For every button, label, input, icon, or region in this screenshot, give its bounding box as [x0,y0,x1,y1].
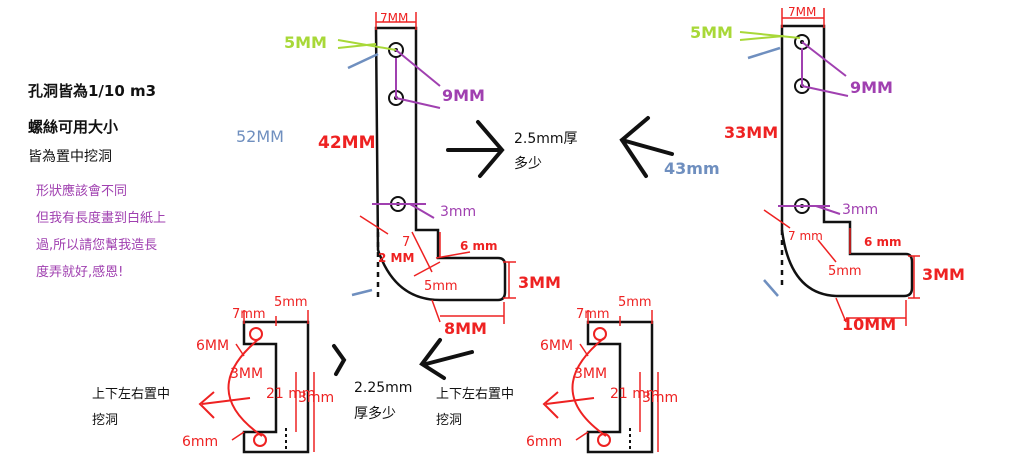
ul-length-b: 52MM [236,127,284,146]
hole-icon [593,327,607,341]
upper-right-bracket: 7MM 5MM 9MM 33MM 43mm 3mm 7 mm 6 mm 5mm … [664,5,965,334]
ul-notch-height: 7 [402,235,410,250]
ul-foot-height: 3MM [518,273,561,292]
lr-middle-length: 21 mm [610,386,660,402]
dim-line [575,431,589,441]
dim-line [431,299,441,323]
dim-line [817,239,837,263]
dim-line [801,41,847,77]
arrow-right-icon [446,120,505,178]
center-note: 皆為置中挖洞 [28,149,112,165]
request-line-1: 形狀應該會不同 [36,184,128,199]
lower-left-bracket: 7mm 5mm 6MM 3MM 21 mm 3mm 6mm 上下左右置中 挖洞 [92,295,334,454]
screw-note: 螺絲可用大小 [28,118,119,136]
dim-line [835,297,847,323]
dim-line [435,251,471,259]
ur-notch-width: 6 mm [864,235,902,249]
ur-bend-inner: 5mm [828,264,862,279]
dim-line [231,431,245,441]
lr-hole-note-2: 挖洞 [436,413,462,428]
lr-top-width: 7mm [576,307,610,322]
ur-foot-length: 10MM [842,315,896,334]
ul-hole-lower: 3mm [440,204,476,220]
ul-length-a: 42MM [318,133,376,153]
ll-middle-length: 21 mm [266,386,316,402]
ll-top-height: 6MM [196,338,229,354]
ul-bend-inner: 5mm [424,279,458,294]
request-line-4: 度弄就好,感恩! [36,265,124,280]
lr-hole-note-1: 上下左右置中 [436,387,514,402]
ur-notch-height: 7 mm [788,229,823,243]
upper-thickness-1: 2.5mm厚 [514,131,578,147]
ll-hole-note-1: 上下左右置中 [92,387,170,402]
ur-hole-spacing: 9MM [850,78,893,97]
dim-line [801,85,849,97]
dim-line [747,46,781,60]
dim-line [395,49,441,87]
dim-line [413,261,441,277]
ul-width-top: 7MM [380,11,408,25]
curve-line [571,337,607,437]
dim-line [763,209,791,229]
arrow-left-icon [619,116,674,178]
dim-line [411,231,433,273]
lr-bottom-height: 6mm [526,434,562,450]
lower-right-bracket: 7mm 5mm 6MM 3MM 21 mm 3mm 6mm 上下左右置中 挖洞 [436,295,678,454]
ul-notch-side: 2 MM [378,251,414,265]
request-line-2: 但我有長度畫到白紙上 [36,211,167,226]
upper-thickness-2: 多少 [514,155,542,172]
lr-top-height: 6MM [540,338,573,354]
ur-length-b: 43mm [664,159,720,178]
lr-top-offset: 5mm [618,295,652,310]
dim-line [739,35,785,41]
dim-line [359,215,389,235]
arrow-right-icon [332,344,347,376]
dim-line [351,288,373,297]
ur-hole-offset: 5MM [690,23,733,42]
dim-line [347,52,379,70]
upper-left-bracket-outline [374,26,507,302]
hole-icon [249,327,263,341]
dim-line [579,343,589,357]
ur-hole-lower: 3mm [842,202,878,218]
ll-hole-note-2: 挖洞 [92,413,118,428]
ul-foot-length: 8MM [444,319,487,338]
ul-hole-spacing: 9MM [442,86,485,105]
dim-line [739,31,801,39]
upper-right-bracket-outline [780,24,914,298]
upper-left-bracket: 7MM 5MM 9MM 42MM 52MM 3mm 7 6 mm 2 MM 5m… [236,11,561,338]
dim-line [763,279,779,297]
ll-top-width: 7mm [232,307,266,322]
lr-inner-height: 3MM [574,366,607,382]
ll-inner-height: 3MM [230,366,263,382]
arrow-left-icon [542,391,595,419]
dim-line [395,97,441,109]
ll-top-offset: 5mm [274,295,308,310]
ur-width-top: 7MM [788,5,816,19]
dim-line [235,343,245,357]
lr-side-height: 3mm [642,390,678,406]
lower-thickness-2: 厚多少 [354,405,396,422]
curve-line [227,337,263,437]
ul-notch-width: 6 mm [460,239,498,253]
arrow-left-icon [419,338,474,380]
ll-side-height: 3mm [298,390,334,406]
dim-line [337,43,377,49]
dim-line [409,203,435,219]
hole-note: 孔洞皆為1/10 m3 [28,82,157,100]
dim-line [815,205,841,215]
arrow-left-icon [198,391,251,419]
request-line-3: 過,所以請您幫我造長 [36,238,158,253]
ur-foot-height: 3MM [922,265,965,284]
ll-bottom-height: 6mm [182,434,218,450]
lower-thickness-1: 2.25mm [354,380,412,396]
ul-hole-offset: 5MM [284,33,327,52]
ur-length-a: 33MM [724,123,778,142]
